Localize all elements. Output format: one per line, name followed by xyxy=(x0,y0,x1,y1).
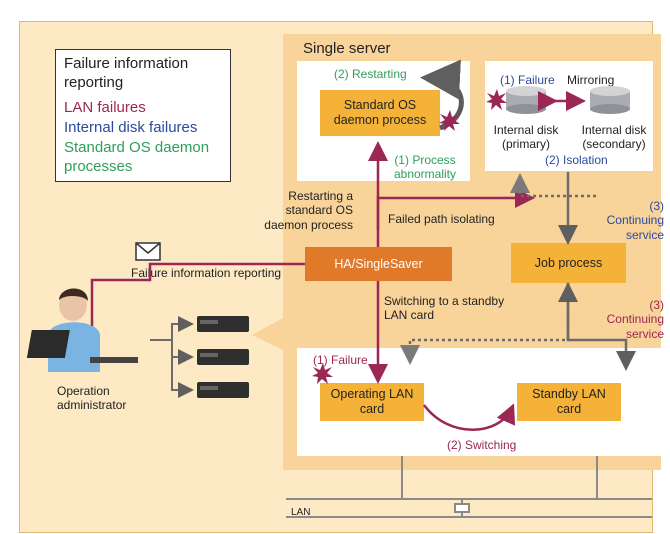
legend-standard-os-daemon: Standard OS daemon processes xyxy=(64,139,210,175)
continuing-service-arrow-2 xyxy=(400,283,570,365)
disk-area xyxy=(485,61,653,171)
internal-disk-secondary-label: Internal disk (secondary) xyxy=(581,123,647,152)
internal-disk-primary-label: Internal disk (primary) xyxy=(493,123,559,152)
internal-disk-secondary-icon xyxy=(590,86,630,114)
failure-info-reporting-label: Failure information reporting xyxy=(131,266,282,280)
switching-label: (2) Switching xyxy=(447,438,517,452)
operation-administrator-icon xyxy=(26,288,138,372)
lan-network xyxy=(286,456,652,518)
legend-box xyxy=(55,49,231,182)
server-connection-lines xyxy=(150,316,194,398)
server-title: Single server xyxy=(303,40,391,57)
failed-path-arrow xyxy=(376,188,535,230)
server-icons xyxy=(197,316,249,398)
isolation-dotted-arrow xyxy=(510,173,596,198)
legend-internal-disk-failures: Internal disk failures xyxy=(64,119,198,136)
mirroring-label: Mirroring xyxy=(567,73,615,87)
standard-os-daemon-process: Standard OS daemon process xyxy=(320,90,440,136)
lan-failure-burst xyxy=(312,363,333,384)
operating-lan-card: Operating LAN card xyxy=(320,383,424,421)
legend-title: Failure information reporting xyxy=(64,55,189,91)
lan-label: LAN xyxy=(291,507,311,518)
ha-singlesaver-box: HA/SingleSaver xyxy=(305,247,452,281)
switching-to-standby-label: Switching to a standby LAN card xyxy=(384,294,505,323)
envelope-icon xyxy=(135,242,161,261)
internal-disk-primary-icon xyxy=(506,86,546,114)
daemon-failure-burst xyxy=(439,110,460,131)
continuing-service-arrow-3 xyxy=(566,283,636,371)
legend-lan-failures: LAN failures xyxy=(64,99,146,116)
standby-lan-card: Standby LAN card xyxy=(517,383,621,421)
failed-path-isolating-label: Failed path isolating xyxy=(388,212,495,226)
reporting-line xyxy=(90,262,305,362)
restarting-label: (2) Restarting xyxy=(334,67,407,81)
lan-failure-label: (1) Failure xyxy=(313,353,368,367)
switching-arrow xyxy=(422,403,516,431)
restarting-daemon-label: Restarting a standard OS daemon process xyxy=(264,189,353,232)
process-abnormality-label: (1) Process abnormality xyxy=(393,153,457,182)
server-callout xyxy=(252,318,283,350)
continuing-service-label-2: (3) Continuing service xyxy=(606,298,664,341)
isolation-label: (2) Isolation xyxy=(545,153,608,167)
operation-administrator-label: Operation administrator xyxy=(57,384,127,413)
job-process-box: Job process xyxy=(511,243,626,283)
disk-failure-label: (1) Failure xyxy=(500,73,555,87)
continuing-service-label-1: (3) Continuing service xyxy=(606,199,664,242)
disk-failure-burst xyxy=(486,89,507,110)
